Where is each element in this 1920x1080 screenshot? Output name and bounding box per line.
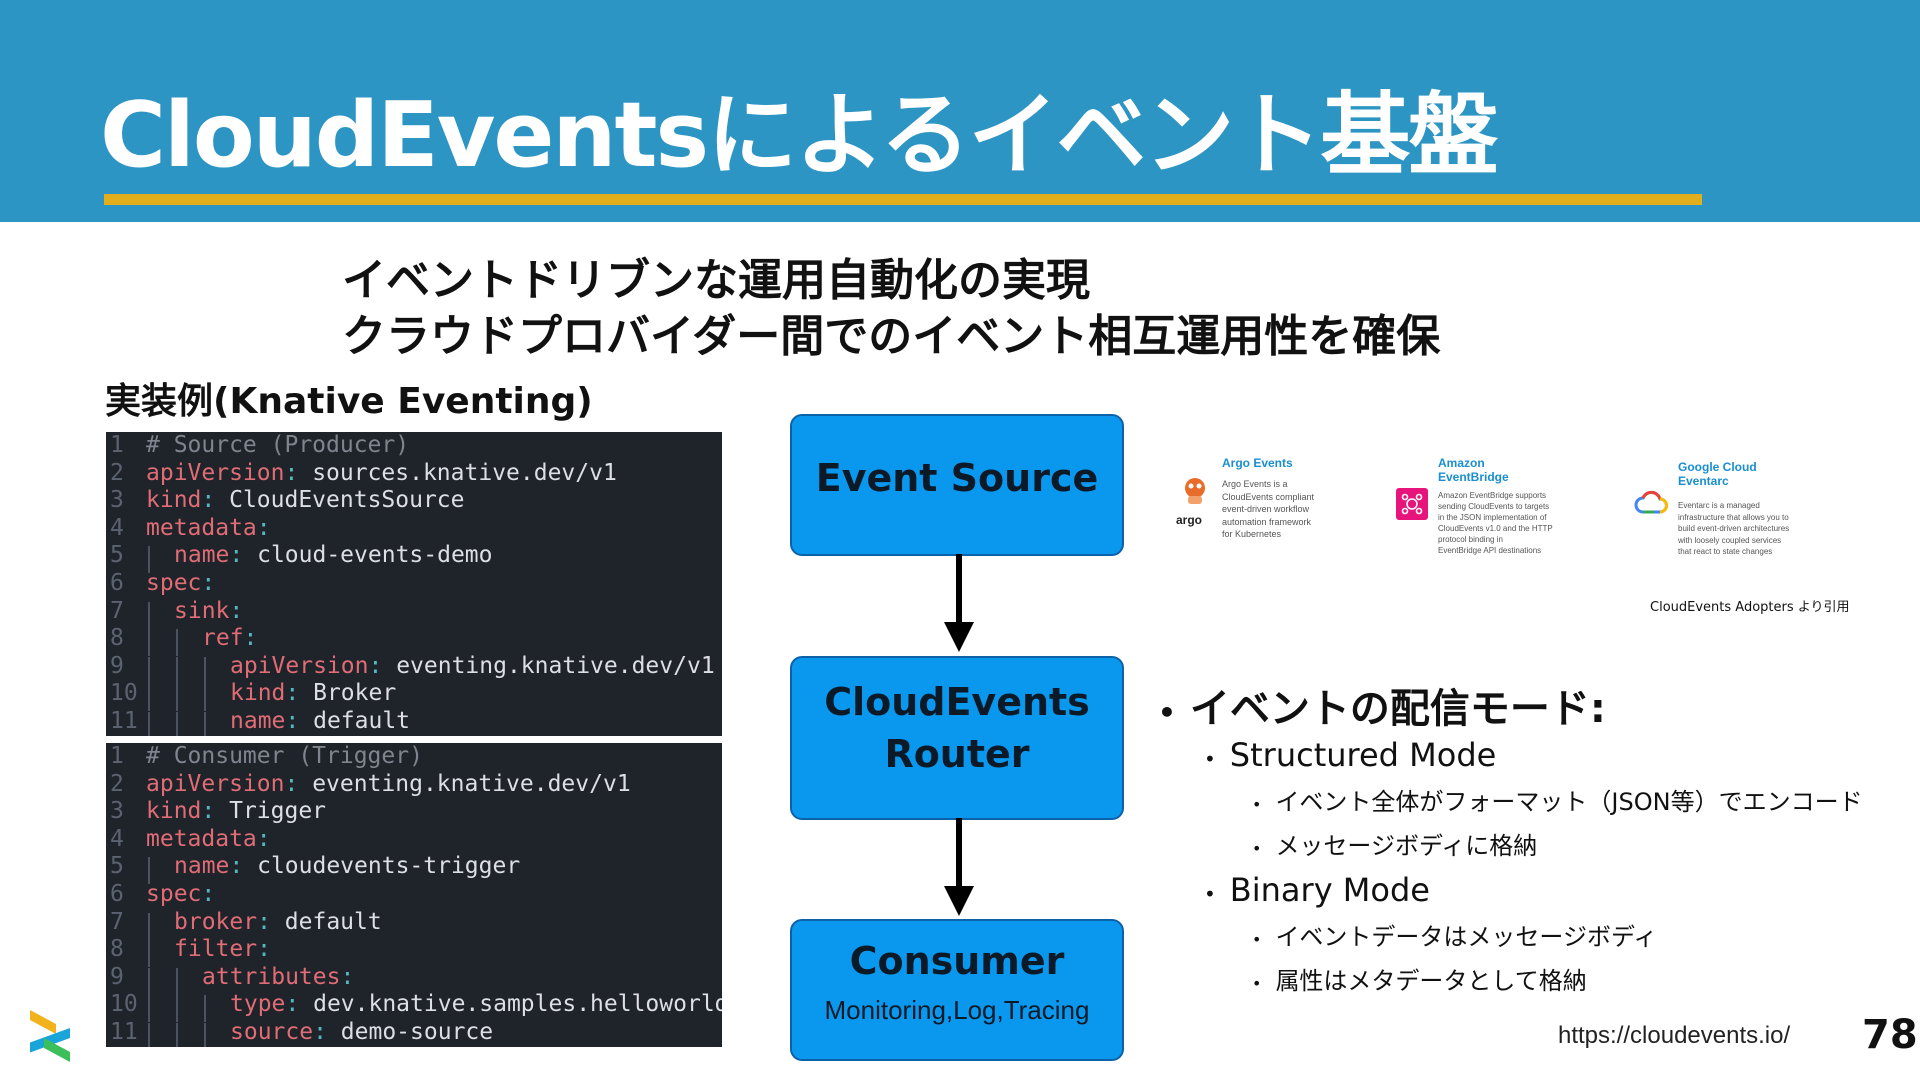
delivery-modes-heading: •イベントの配信モード:: [1158, 686, 1606, 732]
binary-detail-1: •イベントデータはメッセージボディ: [1252, 923, 1658, 951]
consumer-sublabel: Monitoring,Log,Tracing: [824, 995, 1090, 1025]
router-label-line-1: CloudEvents: [824, 680, 1090, 724]
structured-mode-item: •Structured Mode: [1204, 736, 1497, 774]
code-comment: # Consumer (Trigger): [146, 743, 423, 769]
title-banner: CloudEventsによるイベント基盤: [0, 0, 1920, 222]
arrow-source-to-router: [956, 554, 962, 624]
consumer-box: Consumer Monitoring,Log,Tracing: [790, 919, 1124, 1061]
router-box: CloudEvents Router: [790, 656, 1124, 820]
arrow-router-to-consumer: [956, 818, 962, 888]
subtitle-line-2: クラウドプロバイダー間でのイベント相互運用性を確保: [342, 311, 1441, 362]
implementation-label: 実装例(Knative Eventing): [105, 381, 593, 422]
amazon-name-line-2: EventBridge: [1438, 470, 1509, 484]
event-source-box: Event Source: [790, 414, 1124, 556]
subtitle-line-1: イベントドリブンな運用自動化の実現: [342, 255, 1090, 306]
page-number: 78: [1862, 1012, 1918, 1058]
router-label-line-2: Router: [884, 732, 1030, 776]
adopters-credit: CloudEvents Adopters より引用: [1650, 600, 1850, 615]
eventbridge-icon: [1396, 488, 1428, 520]
consumer-label: Consumer: [849, 939, 1065, 983]
event-source-label: Event Source: [815, 456, 1099, 500]
accent-divider: [104, 194, 1702, 205]
arrow-head-icon: [944, 622, 974, 652]
binary-mode-item: •Binary Mode: [1204, 871, 1430, 909]
code-line: 1# Source (Producer): [110, 432, 410, 458]
code-comment: # Source (Producer): [146, 432, 410, 458]
company-logo-icon: [26, 1006, 74, 1070]
google-name-line-1: Google Cloud: [1678, 460, 1757, 474]
slide-title: CloudEventsによるイベント基盤: [100, 83, 1498, 188]
footer-url: https://cloudevents.io/: [1558, 1022, 1791, 1049]
google-cloud-icon: [1634, 490, 1668, 519]
structured-detail-1: •イベント全体がフォーマット（JSON等）でエンコード: [1252, 788, 1863, 816]
google-name-line-2: Eventarc: [1678, 474, 1729, 488]
arrow-head-icon: [944, 886, 974, 916]
amazon-name-line-1: Amazon: [1438, 456, 1485, 470]
structured-detail-2: •メッセージボディに格納: [1252, 832, 1538, 860]
argo-name: Argo Events: [1222, 456, 1293, 470]
code-line: 1# Consumer (Trigger): [110, 743, 423, 769]
argo-logo: argo: [1176, 476, 1218, 527]
binary-detail-2: •属性はメタデータとして格納: [1252, 967, 1587, 995]
